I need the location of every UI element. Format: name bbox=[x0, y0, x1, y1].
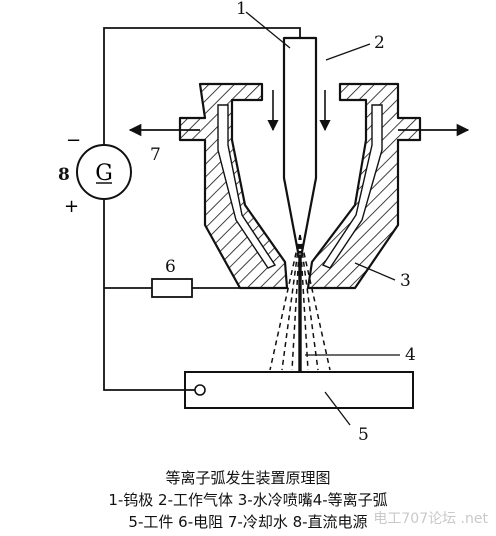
label-8: 8 bbox=[58, 165, 70, 185]
tungsten-electrode bbox=[282, 36, 318, 254]
circuit-wires bbox=[103, 27, 301, 391]
dc-power-source bbox=[76, 144, 132, 200]
watermark: 电工707论坛 .net bbox=[373, 511, 488, 527]
generator-symbol: G bbox=[95, 161, 113, 186]
positive-terminal-label: + bbox=[64, 196, 79, 217]
leader-lines bbox=[245, 11, 400, 426]
plasma-arc-diagram: G − + 1 2 3 4 5 6 7 8 bbox=[58, 0, 470, 445]
caption-line-1: 1-钨极 2-工作气体 3-水冷喷嘴4-等离子弧 bbox=[108, 491, 388, 509]
caption-line-2: 5-工件 6-电阻 7-冷却水 8-直流电源 bbox=[128, 513, 368, 531]
cooling-channel-right bbox=[321, 104, 383, 269]
workpiece bbox=[184, 371, 414, 409]
label-6: 6 bbox=[165, 257, 176, 277]
label-4: 4 bbox=[405, 345, 416, 365]
caption-title: 等离子弧发生装置原理图 bbox=[165, 469, 331, 487]
cooling-channel-left bbox=[217, 104, 277, 269]
negative-terminal-label: − bbox=[66, 130, 81, 151]
label-3: 3 bbox=[400, 271, 411, 291]
label-7: 7 bbox=[150, 145, 161, 165]
label-1: 1 bbox=[236, 0, 247, 19]
workpiece-terminal bbox=[194, 384, 206, 396]
label-2: 2 bbox=[374, 33, 385, 53]
label-5: 5 bbox=[358, 425, 369, 445]
resistor bbox=[151, 278, 193, 298]
